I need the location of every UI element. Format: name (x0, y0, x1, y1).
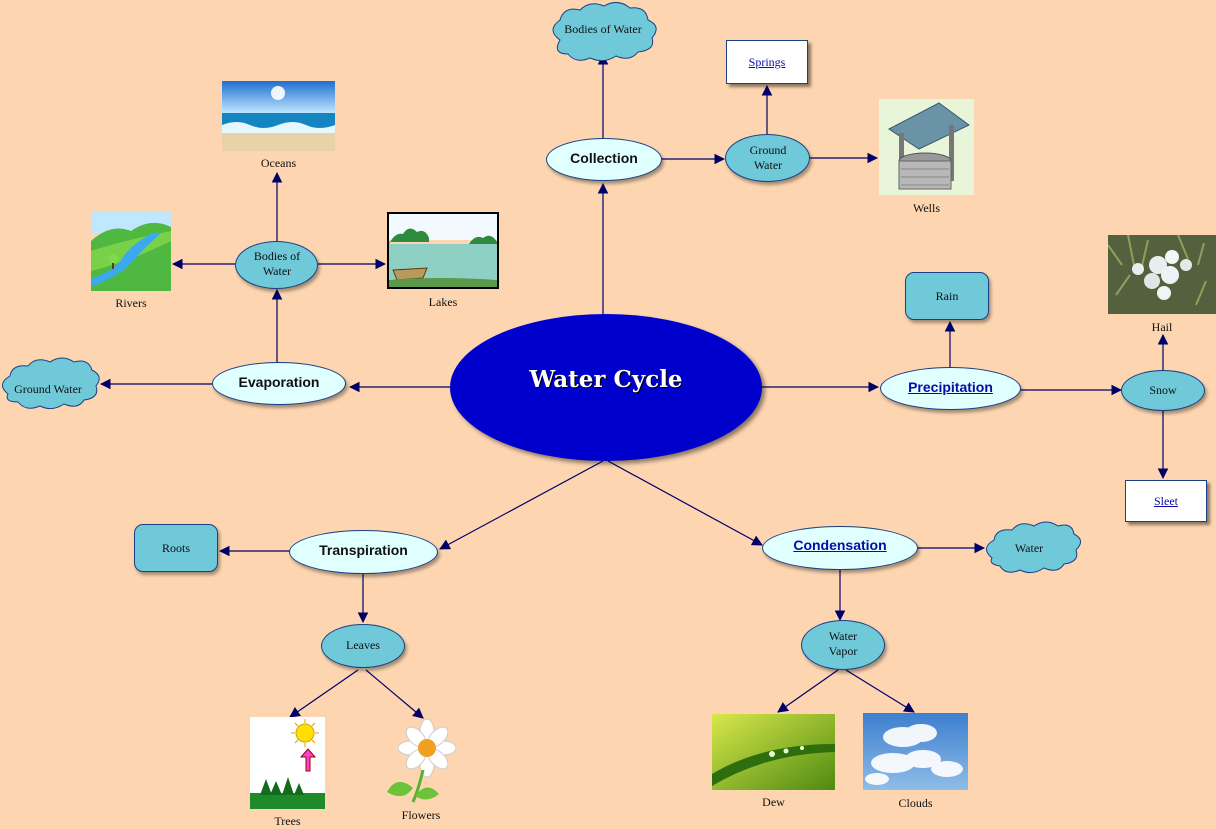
bodies-of-water-cloud-label[interactable]: Bodies of Water (564, 22, 642, 36)
edge-central-condensation (607, 460, 763, 546)
water-vapor-node[interactable] (801, 620, 885, 670)
flowers-label: Flowers (401, 808, 441, 822)
hail-label: Hail (1151, 320, 1173, 334)
precipitation-node[interactable] (880, 367, 1021, 410)
edge-leaves-flowers (365, 669, 424, 719)
transpiration-node[interactable] (289, 530, 438, 574)
rivers-label: Rivers (115, 296, 147, 310)
condensation-link[interactable]: Condensation (793, 537, 887, 553)
wells-image (879, 99, 974, 195)
sleet-link[interactable]: Sleet (1154, 494, 1178, 508)
snow-node[interactable] (1121, 370, 1205, 411)
oceans-image (222, 81, 335, 151)
transpiration-label: Transpiration (319, 542, 408, 558)
ground-water-cloud-label[interactable]: Ground Water (14, 382, 82, 396)
edge-vapor-dew (777, 669, 839, 713)
lakes-image (387, 212, 499, 289)
cloud-shape-groundwater (2, 357, 100, 410)
oceans-label: Oceans (260, 156, 297, 170)
evaporation-label: Evaporation (238, 374, 320, 390)
flowers-image (383, 718, 463, 804)
central-label: Water Cycle (529, 366, 683, 393)
condensation-node[interactable] (762, 526, 918, 570)
precipitation-link[interactable]: Precipitation (908, 379, 993, 395)
cloud-shape-water (986, 521, 1081, 574)
dew-image (712, 714, 835, 790)
rivers-image (91, 211, 171, 291)
dew-label: Dew (762, 795, 785, 809)
ground-water-label: Ground Water (749, 143, 787, 172)
springs-node[interactable] (726, 40, 808, 84)
roots-node[interactable] (134, 524, 218, 572)
evaporation-node[interactable] (212, 362, 346, 405)
trees-label: Trees (274, 814, 301, 828)
wells-label: Wells (912, 201, 941, 215)
rain-label: Rain (935, 289, 959, 303)
collection-node[interactable] (546, 138, 662, 181)
trees-image (250, 717, 325, 809)
sleet-node[interactable] (1125, 480, 1207, 522)
snow-label: Snow (1149, 383, 1177, 397)
collection-label: Collection (570, 150, 638, 166)
clouds-image (863, 713, 968, 790)
water-cloud-label[interactable]: Water (1014, 541, 1044, 555)
ground-water-node[interactable] (725, 134, 810, 182)
water-vapor-label: Water Vapor (828, 629, 858, 658)
edge-central-transpiration (439, 460, 604, 550)
leaves-node[interactable] (321, 624, 405, 668)
edge-vapor-clouds (845, 669, 915, 713)
central-node-water-cycle[interactable] (450, 314, 762, 461)
edge-leaves-trees (289, 669, 359, 718)
roots-label: Roots (161, 541, 190, 555)
bodies-of-water-node[interactable] (235, 241, 318, 289)
cloud-shape-bodies (552, 2, 657, 62)
springs-link[interactable]: Springs (748, 55, 786, 69)
hail-image (1108, 235, 1216, 314)
rain-node[interactable] (905, 272, 989, 320)
leaves-label: Leaves (346, 638, 380, 652)
lakes-label: Lakes (428, 295, 458, 309)
clouds-label: Clouds (898, 796, 933, 810)
bodies-of-water-label: Bodies of Water (253, 249, 301, 278)
